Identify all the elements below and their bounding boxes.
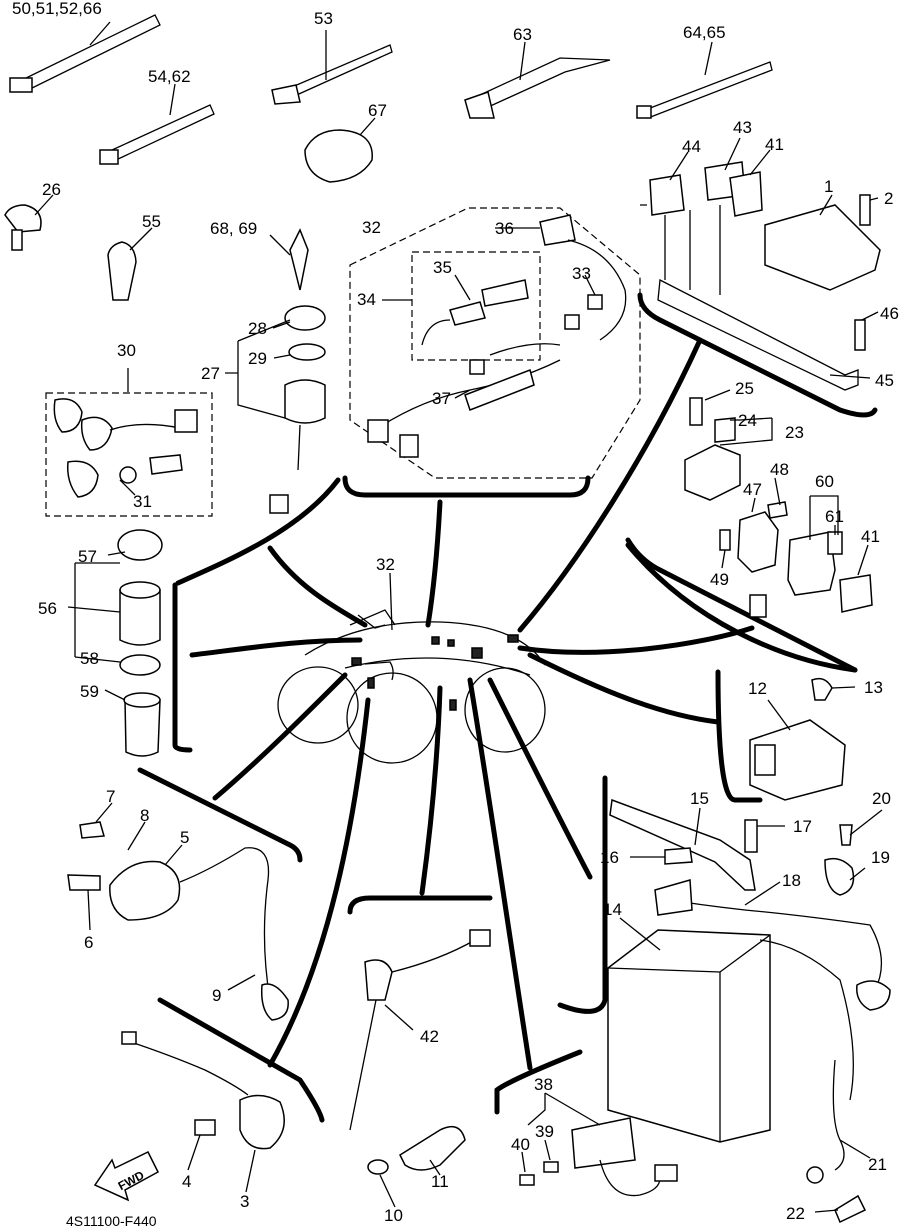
callout-label: 30 <box>117 341 136 360</box>
callout-label: 49 <box>710 570 729 589</box>
callout-label: 45 <box>875 371 894 390</box>
callout-label: 68, 69 <box>210 219 257 238</box>
callout-label: 27 <box>201 364 220 383</box>
callout-label: 20 <box>872 789 891 808</box>
callout-label: 54,62 <box>148 67 191 86</box>
callout-label: 23 <box>785 423 804 442</box>
callout-label: 10 <box>384 1206 403 1225</box>
callout-label: 48 <box>770 460 789 479</box>
callout-label: 18 <box>782 871 801 890</box>
callout-label: 38 <box>534 1075 553 1094</box>
callout-label: 61 <box>825 507 844 526</box>
drawing-code: 4S11100-F440 <box>66 1213 157 1228</box>
callout-label: 4 <box>182 1172 191 1191</box>
leader-lines <box>34 21 883 1213</box>
callout-label: 32 <box>376 555 395 574</box>
callout-label: 57 <box>78 547 97 566</box>
callout-label: 56 <box>38 599 57 618</box>
callout-label: 17 <box>793 817 812 836</box>
callout-label: 32 <box>362 218 381 237</box>
callout-label: 6 <box>84 933 93 952</box>
callout-label: 41 <box>765 135 784 154</box>
callout-label: 58 <box>80 649 99 668</box>
callout-label: 42 <box>420 1027 439 1046</box>
callout-label: 39 <box>535 1122 554 1141</box>
callout-label: 9 <box>212 986 221 1005</box>
callout-label: 33 <box>572 264 591 283</box>
callout-label: 55 <box>142 212 161 231</box>
callout-label: 19 <box>871 848 890 867</box>
part-sketches <box>4 14 891 1224</box>
callout-label: 31 <box>133 492 152 511</box>
callout-label: 50,51,52,66 <box>12 0 102 18</box>
callout-label: 35 <box>433 258 452 277</box>
callout-label: 46 <box>880 304 899 323</box>
callout-label: 28 <box>248 319 267 338</box>
callout-label: 60 <box>815 472 834 491</box>
dashed-group-boxes <box>45 204 655 517</box>
callout-label: 43 <box>733 118 752 137</box>
callout-labels: 50,51,52,66 53 63 64,65 54,62 67 26 55 6… <box>12 0 899 1225</box>
callout-label: 15 <box>690 789 709 808</box>
callout-label: 63 <box>513 25 532 44</box>
group-connector-lines <box>137 292 878 1123</box>
callout-label: 5 <box>180 828 189 847</box>
callout-label: 37 <box>432 389 451 408</box>
callout-label: 12 <box>748 679 767 698</box>
callout-label: 11 <box>431 1172 449 1191</box>
callout-label: 67 <box>368 101 387 120</box>
callout-label: 3 <box>240 1192 249 1211</box>
callout-label: 29 <box>248 349 267 368</box>
callout-label: 2 <box>884 189 893 208</box>
callout-label: 25 <box>735 379 754 398</box>
vehicle-front-outline <box>277 609 546 764</box>
callout-label: 26 <box>42 180 61 199</box>
callout-label: 64,65 <box>683 23 726 42</box>
callout-label: 59 <box>80 682 99 701</box>
callout-label: 16 <box>600 848 619 867</box>
callout-label: 8 <box>140 806 149 825</box>
callout-label: 41 <box>861 527 880 546</box>
callout-label: 40 <box>511 1135 530 1154</box>
callout-label: 22 <box>786 1204 805 1223</box>
callout-label: 13 <box>864 678 883 697</box>
callout-label: 24 <box>738 411 757 430</box>
callout-label: 36 <box>495 219 514 238</box>
callout-label: 34 <box>357 290 376 309</box>
callout-label: 53 <box>314 9 333 28</box>
callout-label: 47 <box>743 480 762 499</box>
callout-label: 7 <box>106 787 115 806</box>
callout-label: 44 <box>682 137 701 156</box>
callout-label: 21 <box>868 1155 887 1174</box>
callout-label: 1 <box>824 177 833 196</box>
callout-label: 14 <box>603 900 622 919</box>
